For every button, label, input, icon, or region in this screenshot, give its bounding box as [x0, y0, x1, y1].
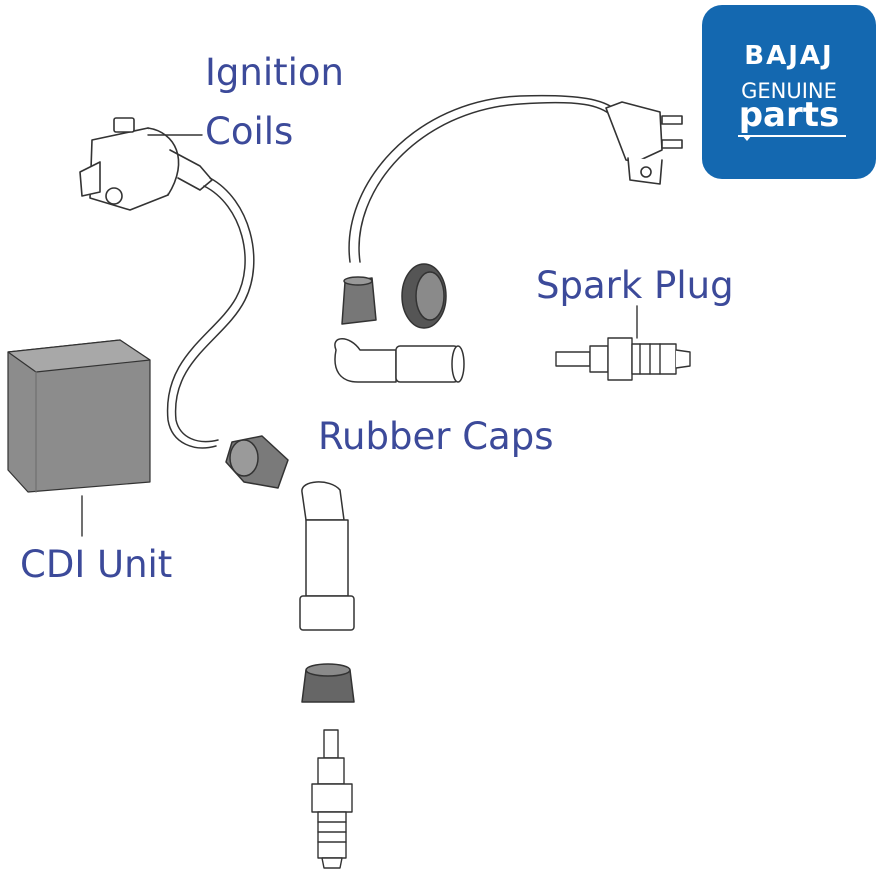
logo-underline: [738, 135, 846, 137]
rubber-caps-label: Rubber Caps: [318, 415, 554, 458]
ignition-coils-label-line2: Coils: [205, 110, 294, 153]
rubber-grommet: [401, 263, 447, 329]
leader-lines: [81, 134, 638, 537]
ignition-coil: [79, 117, 213, 211]
coil-connector: [605, 101, 683, 185]
logo-arrow-icon: [742, 135, 752, 141]
bajaj-genuine-parts-logo: BAJAJ GENUINE parts: [702, 5, 876, 179]
spark-plug-label: Spark Plug: [536, 264, 734, 307]
rubber-cap-small: [341, 276, 377, 325]
ignition-coils-label-line1: Ignition: [205, 51, 345, 94]
ignition-lead-wire: [166, 177, 255, 449]
logo-parts-text: parts: [738, 95, 840, 135]
spark-plug-cap-upper: [334, 338, 465, 383]
ht-lead-wire: [348, 94, 617, 263]
logo-brand-text: BAJAJ: [744, 41, 834, 71]
spark-plug-bottom: [311, 729, 353, 869]
spark-plug-cap-lower: [299, 481, 355, 631]
rubber-cap-lower: [301, 663, 355, 703]
cdi-unit-label: CDI Unit: [20, 543, 173, 586]
cdi-unit-box: [7, 339, 151, 493]
spark-plug-right: [555, 337, 691, 381]
logo-genuine-text: GENUINE: [741, 79, 837, 103]
rubber-boot: [225, 435, 289, 489]
